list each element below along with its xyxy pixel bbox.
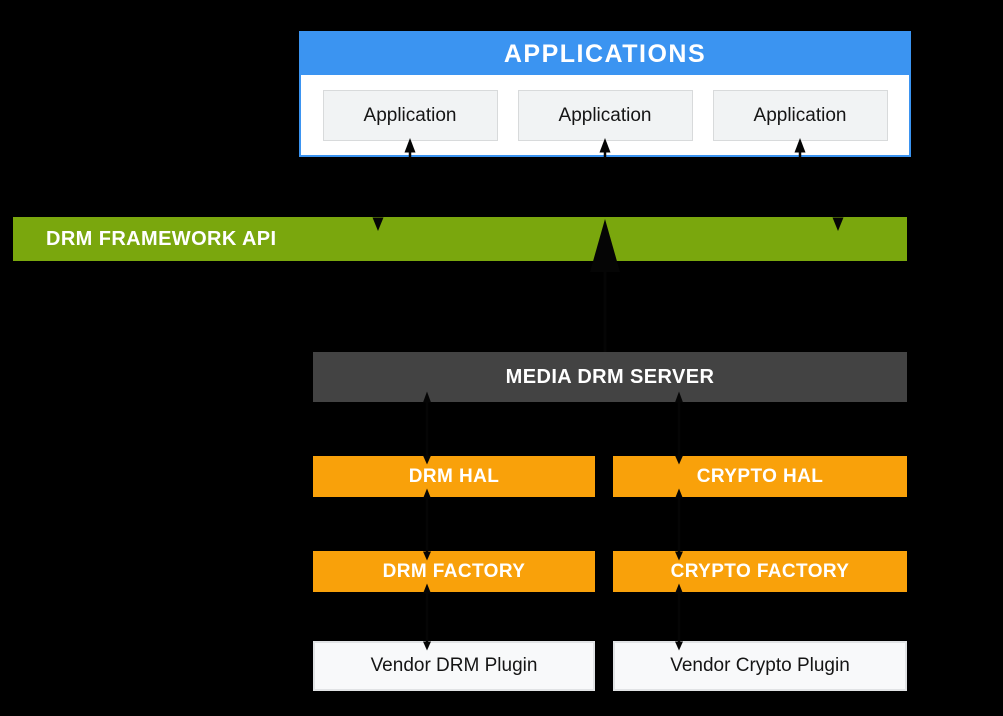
- drm-hal-bar: DRM HAL: [313, 456, 595, 497]
- vendor-drm-plugin-box: Vendor DRM Plugin: [313, 641, 595, 691]
- connector-server-cryptohal-stem: [677, 398, 681, 459]
- application-box-2: Application: [517, 90, 693, 141]
- drm-framework-api-bar: DRM FRAMEWORK API: [13, 217, 907, 261]
- connector-cryptofactory-vendorcrypto-stem: [677, 589, 681, 646]
- connector-cryptohal-cryptofactory-stem: [677, 494, 681, 556]
- applications-row: Application Application Application: [301, 90, 909, 141]
- crypto-factory-bar: CRYPTO FACTORY: [613, 551, 907, 592]
- drm-factory-bar: DRM FACTORY: [313, 551, 595, 592]
- application-box-1: Application: [322, 90, 498, 141]
- media-drm-server-bar: MEDIA DRM SERVER: [313, 352, 907, 402]
- vendor-crypto-plugin-box: Vendor Crypto Plugin: [613, 641, 907, 691]
- application-box-3: Application: [712, 90, 888, 141]
- applications-header: APPLICATIONS: [301, 33, 909, 75]
- connector-server-drmhal-stem: [425, 398, 429, 459]
- crypto-hal-bar: CRYPTO HAL: [613, 456, 907, 497]
- arrow-server-to-framework-stem: [603, 265, 607, 352]
- applications-container: APPLICATIONS Application Application App…: [299, 31, 911, 157]
- connector-drmfactory-vendordrm-stem: [425, 589, 429, 646]
- connector-drmhal-drmfactory-stem: [425, 494, 429, 556]
